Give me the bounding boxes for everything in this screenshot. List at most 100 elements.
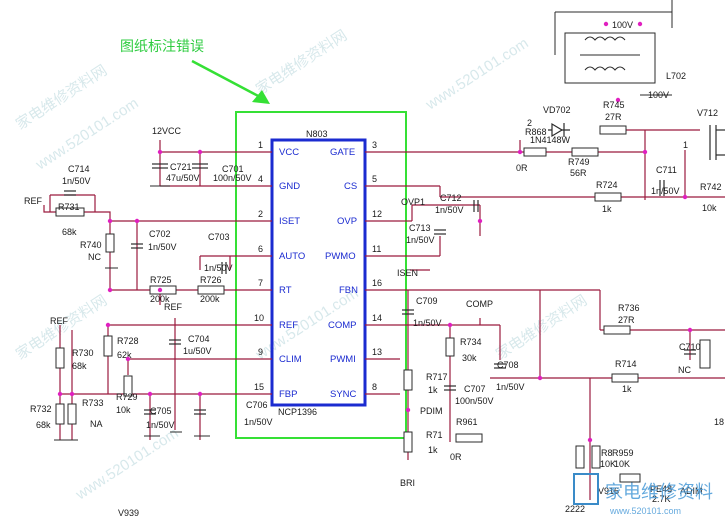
c704-ref: C704 bbox=[188, 334, 210, 344]
c713-val: 1n/50V bbox=[406, 235, 435, 245]
r71-ref: R71 bbox=[426, 430, 443, 440]
r724-ref: R724 bbox=[596, 180, 618, 190]
pin-name: FBN bbox=[339, 285, 358, 296]
net-comp: COMP bbox=[466, 299, 493, 309]
c709-ref: C709 bbox=[416, 296, 438, 306]
c705-ref: C705 bbox=[150, 406, 172, 416]
adim-label: ADIM bbox=[680, 486, 703, 496]
r726-ref: R726 bbox=[200, 275, 222, 285]
left-labels: 12VCC REF C714 1n/50V R731 68k R740 NC C… bbox=[24, 126, 273, 518]
pin-number-18: 18 bbox=[714, 417, 724, 427]
pin-number: 11 bbox=[372, 244, 381, 254]
r733-ref: R733 bbox=[82, 398, 104, 408]
r717-ref: R717 bbox=[426, 372, 448, 382]
transformer-l702 bbox=[554, 0, 673, 96]
c701-ref: C701 bbox=[222, 164, 244, 174]
pin-number: 13 bbox=[372, 347, 382, 357]
right-pin-names: GATE CS OVP PWMO FBN COMP PWMI SYNC bbox=[325, 147, 358, 400]
r742-ref: R742 bbox=[700, 182, 722, 192]
resistor-r726 bbox=[197, 285, 225, 295]
net-12vcc: 12VCC bbox=[152, 126, 182, 136]
logo-url: www.520101.com bbox=[609, 506, 681, 516]
r734-val: 30k bbox=[462, 353, 477, 363]
resistor-r714 bbox=[611, 373, 639, 383]
resistor-r733 bbox=[67, 403, 77, 425]
c712-ref: C712 bbox=[440, 193, 462, 203]
pin-number: 14 bbox=[372, 313, 382, 323]
c702-ref: C702 bbox=[149, 229, 171, 239]
pin-name: CLIM bbox=[279, 354, 302, 365]
net-ovp1: OVP1 bbox=[401, 197, 425, 207]
c707-ref: C707 bbox=[464, 384, 486, 394]
pe48-val: 2.7K bbox=[652, 494, 671, 504]
c721-val: 47u/50V bbox=[166, 173, 200, 183]
r734-ref: R734 bbox=[460, 337, 482, 347]
resistor-pe48 bbox=[619, 473, 641, 483]
r730-ref: R730 bbox=[72, 348, 94, 358]
r868-val: 0R bbox=[516, 163, 528, 173]
diode-vd702 bbox=[548, 122, 570, 138]
pin-name: GATE bbox=[330, 147, 355, 158]
pin-name: PWMO bbox=[325, 251, 356, 262]
resistor-r71 bbox=[403, 431, 413, 453]
highlight-box bbox=[235, 111, 407, 439]
resistor-r734 bbox=[445, 337, 455, 357]
r729-ref: R729 bbox=[116, 392, 138, 402]
right-pin-numbers: 3 5 12 11 16 14 13 8 bbox=[372, 140, 382, 392]
r732-ref: R732 bbox=[30, 404, 52, 414]
resistor-r724 bbox=[594, 192, 622, 202]
net-pdim: PDIM bbox=[420, 406, 443, 416]
l702-ref: L702 bbox=[666, 71, 686, 81]
r8-val: 10K bbox=[600, 459, 616, 469]
c708-val: 1n/50V bbox=[496, 382, 525, 392]
c710-ref: C710 bbox=[679, 342, 701, 352]
resistor-r749 bbox=[571, 147, 599, 157]
left-components bbox=[55, 207, 225, 425]
resistor-r731 bbox=[55, 207, 85, 217]
junction-dots bbox=[57, 21, 693, 443]
r745-val: 27R bbox=[605, 112, 622, 122]
pin-number: 9 bbox=[258, 347, 263, 357]
c714-val: 1n/50V bbox=[62, 176, 91, 186]
r731-ref: R731 bbox=[58, 202, 80, 212]
net-100v-a: 100V bbox=[612, 20, 633, 30]
r731-val: 68k bbox=[62, 227, 77, 237]
resistor-r736 bbox=[603, 325, 631, 335]
logo-book-icon bbox=[573, 473, 599, 505]
c705-val: 1n/50V bbox=[146, 420, 175, 430]
net-ref-3: REF bbox=[50, 316, 69, 326]
pin-number: 15 bbox=[254, 382, 264, 392]
net-100v-b: 100V bbox=[648, 90, 669, 100]
vd702-val: 1N4148W bbox=[530, 135, 571, 145]
resistor-r868 bbox=[523, 147, 547, 157]
r725-val: 200k bbox=[150, 294, 170, 304]
c708-ref: C708 bbox=[497, 360, 519, 370]
resistor-r717 bbox=[403, 369, 413, 391]
pin-name: REF bbox=[279, 320, 298, 331]
r868-ref: R868 bbox=[525, 127, 547, 137]
r71-val: 1k bbox=[428, 445, 438, 455]
right-wiring bbox=[400, 129, 725, 500]
pin-number: 10 bbox=[254, 313, 264, 323]
pin-number: 1 bbox=[258, 140, 263, 150]
c703-ref: C703 bbox=[208, 232, 230, 242]
net-ref-2: REF bbox=[164, 302, 183, 312]
resistor-r728 bbox=[103, 335, 113, 357]
pin-name: CS bbox=[344, 181, 357, 192]
c713-ref: C713 bbox=[409, 223, 431, 233]
c714-ref: C714 bbox=[68, 164, 90, 174]
resistor-r740 bbox=[105, 233, 115, 253]
net-bri: BRI bbox=[400, 478, 415, 488]
r728-val: 62k bbox=[117, 350, 132, 360]
r728-ref: R728 bbox=[117, 336, 139, 346]
site-logo: 家电维修资料 www.520101.com bbox=[573, 473, 713, 516]
r2222-ref: 2222 bbox=[565, 504, 585, 514]
right-caps bbox=[402, 180, 696, 391]
pin-name: PWMI bbox=[330, 354, 356, 365]
watermark-text: 家电维修资料网 bbox=[493, 292, 590, 363]
r959-ref: R959 bbox=[612, 448, 634, 458]
c706-val: 1n/50V bbox=[244, 417, 273, 427]
c712-val: 1n/50V bbox=[435, 205, 464, 215]
left-pin-names: VCC GND ISET AUTO RT REF CLIM FBP bbox=[279, 147, 305, 400]
r749-ref: R749 bbox=[568, 157, 590, 167]
